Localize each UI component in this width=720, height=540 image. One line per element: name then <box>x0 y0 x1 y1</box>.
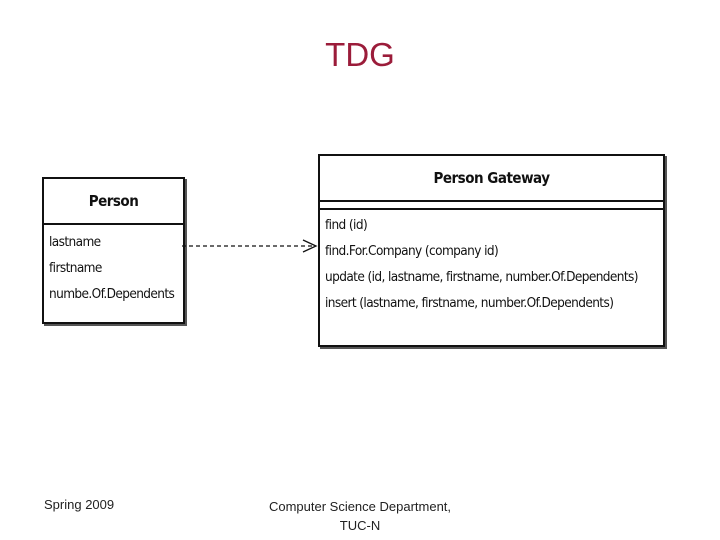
dependency-arrowhead <box>302 239 318 253</box>
operation-update: update (id, lastname, firstname, number.… <box>325 269 639 285</box>
attribute-firstname: firstname <box>49 260 102 276</box>
footer-department-line1: Computer Science Department, <box>268 499 452 514</box>
footer-department-line2: TUC-N <box>339 518 381 533</box>
dependency-arrow <box>182 239 318 253</box>
operation-insert: insert (lastname, firstname, number.Of.D… <box>325 295 614 311</box>
attribute-number-of-dependents: numbe.Of.Dependents <box>49 286 175 302</box>
gateway-class-name: Person Gateway <box>320 156 663 202</box>
person-class-name: Person <box>44 179 183 225</box>
attributes-compartment <box>320 202 663 210</box>
person-class-box: Person lastname firstname numbe.Of.Depen… <box>42 177 185 324</box>
slide-title: TDG <box>325 36 395 73</box>
person-attributes: lastname firstname numbe.Of.Dependents <box>44 225 183 307</box>
footer-department: Computer Science Department, TUC-N <box>240 497 480 535</box>
attribute-lastname: lastname <box>49 234 101 250</box>
operation-find: find (id) <box>325 217 368 233</box>
footer-date: Spring 2009 <box>44 497 115 512</box>
operation-find-for-company: find.For.Company (company id) <box>325 243 499 259</box>
person-gateway-class-box: Person Gateway find (id) find.For.Compan… <box>318 154 665 347</box>
gateway-operations: find (id) find.For.Company (company id) … <box>320 210 663 316</box>
